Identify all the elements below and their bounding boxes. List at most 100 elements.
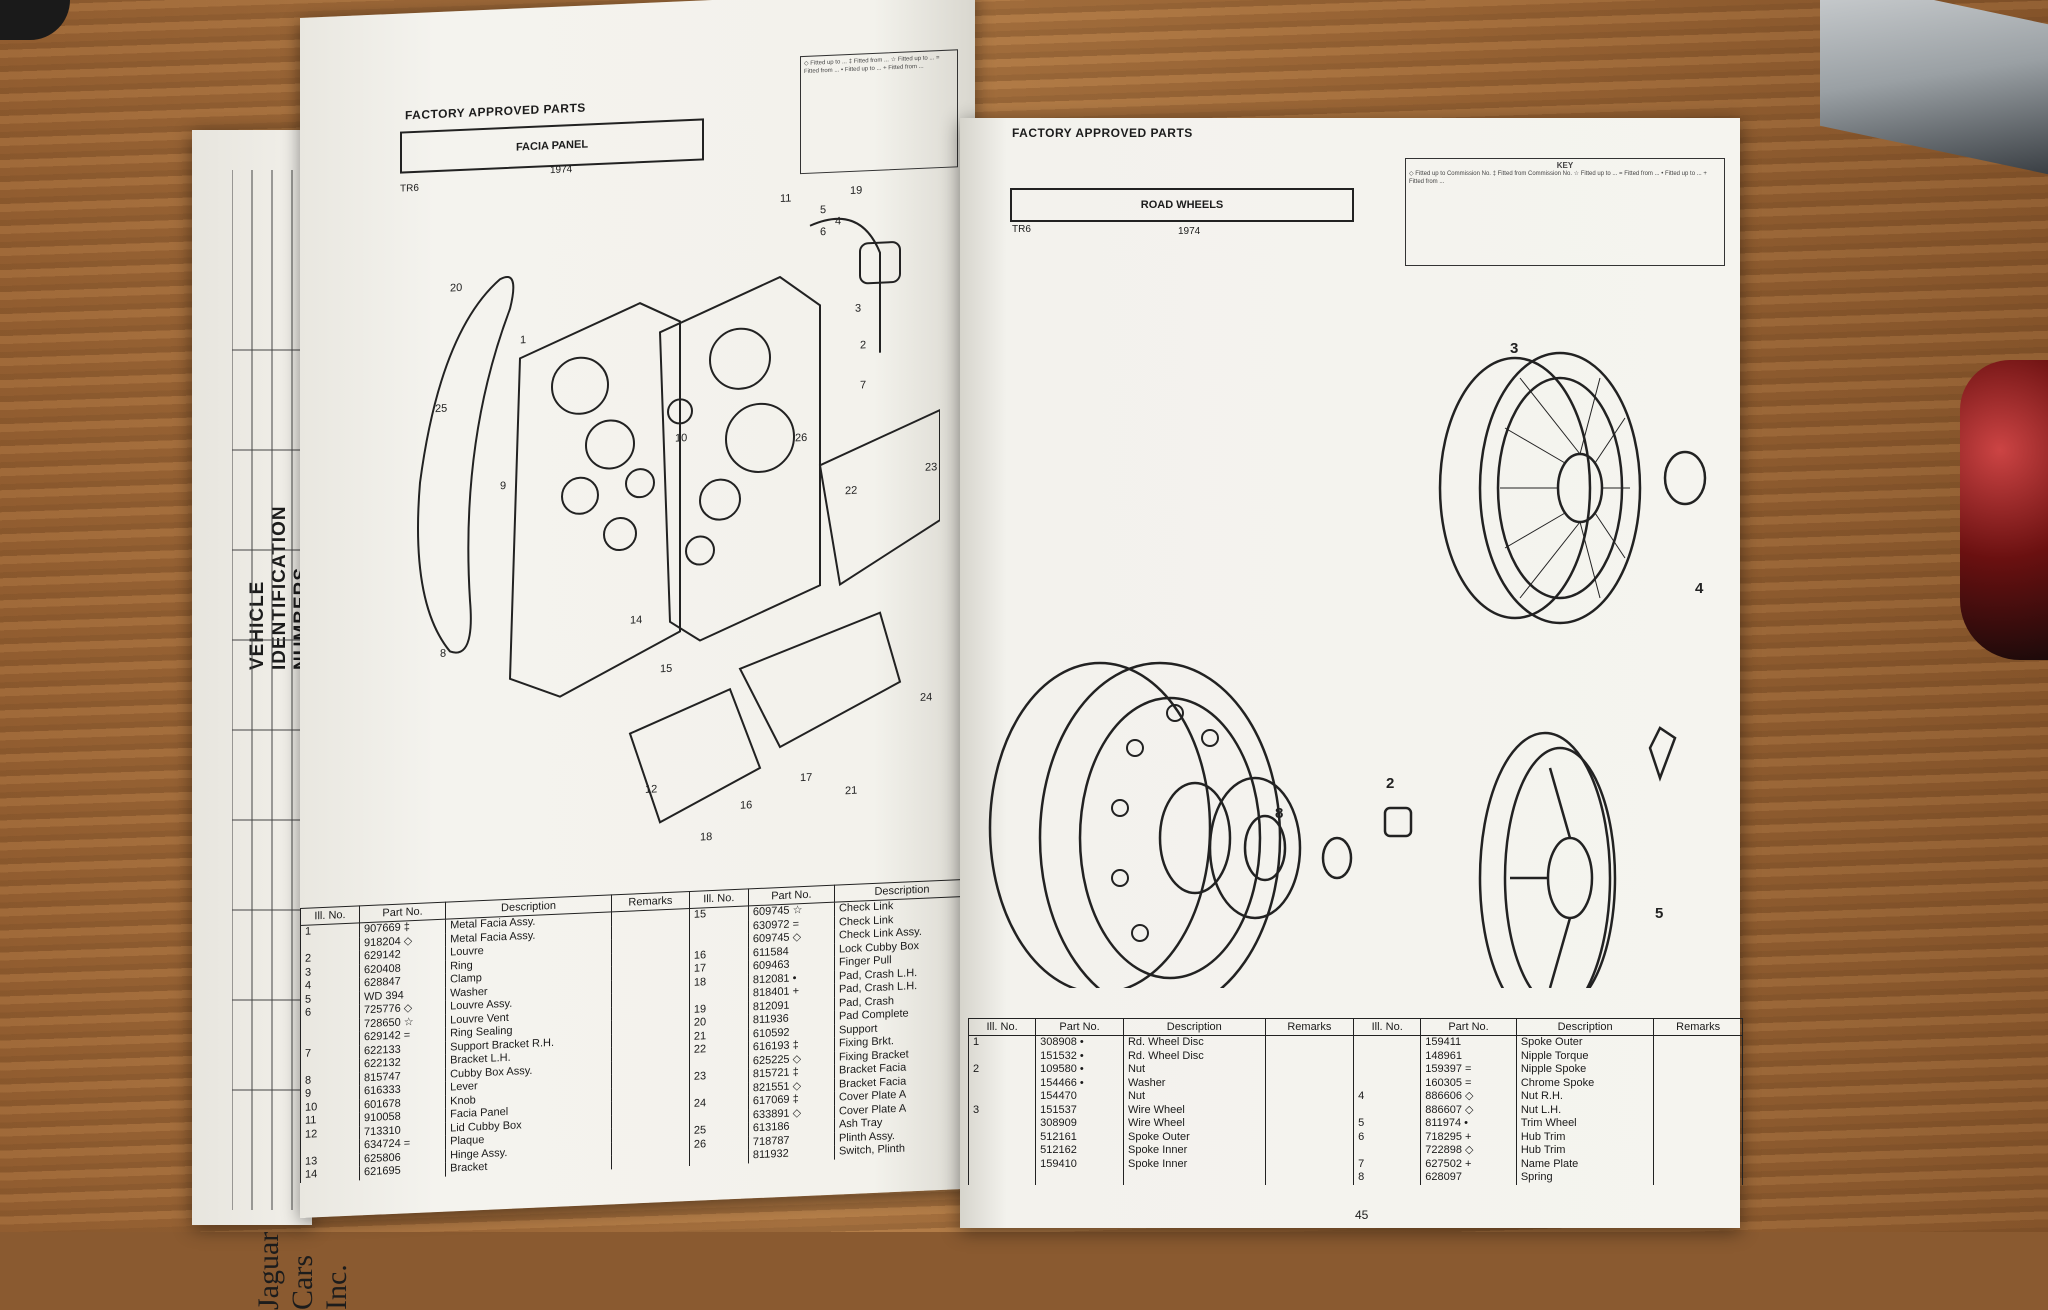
table-cell: 718295 +: [1420, 1130, 1517, 1144]
right-section-title: ROAD WHEELS: [1140, 199, 1224, 211]
table-cell: [1653, 1103, 1743, 1117]
rth-part-no: Part No.: [1035, 1018, 1124, 1036]
right-section-box: ROAD WHEELS: [1010, 188, 1354, 222]
table-cell: [1653, 1049, 1743, 1063]
table-cell: 151537: [1035, 1103, 1124, 1117]
callout-7: 7: [860, 379, 866, 391]
table-cell: 3: [967, 1103, 1037, 1117]
table-cell: [1264, 1090, 1355, 1104]
callout-21: 21: [845, 785, 857, 798]
table-cell: [1653, 1076, 1743, 1090]
table-cell: 5: [1353, 1117, 1422, 1131]
bracket-shape: [818, 408, 940, 587]
wire-wheel-rim-front: [1478, 351, 1642, 625]
table-cell: Washer: [1122, 1076, 1266, 1090]
table-cell: Spoke Outer: [1122, 1130, 1266, 1144]
callout-12: 12: [645, 783, 657, 796]
rth-description-2: Description: [1515, 1018, 1655, 1036]
callout-16: 16: [740, 799, 752, 812]
rth-remarks: Remarks: [1264, 1018, 1355, 1036]
table-cell: [1353, 1076, 1422, 1090]
table-cell: 628097: [1420, 1171, 1517, 1185]
rth-part-no-2: Part No.: [1420, 1018, 1517, 1036]
wheel-callout-5: 5: [1655, 905, 1663, 922]
rth-ill-no-2: Ill. No.: [1353, 1018, 1422, 1036]
table-cell: Rd. Wheel Disc: [1122, 1035, 1266, 1050]
vin-grid: [232, 170, 312, 1210]
table-cell: 109580 •: [1035, 1063, 1124, 1077]
table-cell: Name Plate: [1515, 1157, 1655, 1171]
table-cell: [1653, 1130, 1743, 1144]
table-cell: 8: [1353, 1171, 1422, 1185]
facia-panel-shape: [508, 302, 681, 698]
facia-exploded-diagram: 1 2 3 4 5 6 7 8 9 10 11 12 14 15 16 17 1…: [417, 184, 940, 844]
table-cell: [1353, 1049, 1422, 1063]
wheel-callout-8: 8: [1275, 805, 1283, 822]
table-cell: 512161: [1035, 1130, 1124, 1144]
table-cell: Nut: [1122, 1090, 1266, 1104]
table-cell: [1264, 1171, 1355, 1185]
disc-wheel-hub: [1158, 781, 1232, 895]
table-cell: [967, 1076, 1037, 1090]
callout-9: 9: [500, 480, 506, 492]
callout-18: 18: [700, 831, 712, 844]
table-cell: [1264, 1130, 1355, 1144]
facia-parts-table: Ill. No. Part No. Description Remarks Il…: [300, 879, 970, 1183]
callout-10: 10: [675, 432, 687, 445]
callout-19: 19: [850, 184, 862, 197]
table-cell: Spoke Inner: [1122, 1157, 1266, 1171]
rth-ill-no: Ill. No.: [967, 1018, 1037, 1036]
table-cell: Wire Wheel: [1122, 1103, 1266, 1117]
table-cell: 151532 •: [1035, 1049, 1124, 1063]
table-cell: [689, 1149, 749, 1166]
trim-wheel-center: [1546, 836, 1594, 920]
road-wheels-diagram: 2 3 4 5 6 7 8: [988, 340, 1707, 988]
callout-8: 8: [440, 648, 446, 660]
knock-off-nut: [1663, 450, 1707, 506]
table-cell: [1264, 1049, 1355, 1063]
table-cell: Hub Trim: [1515, 1144, 1655, 1158]
table-cell: [967, 1157, 1037, 1171]
table-cell: Hub Trim: [1515, 1130, 1655, 1144]
callout-23: 23: [925, 461, 937, 474]
table-cell: 159411: [1420, 1035, 1517, 1050]
left-section-title: FACIA PANEL: [515, 138, 589, 154]
table-cell: [967, 1130, 1037, 1144]
table-cell: [1122, 1171, 1266, 1185]
table-cell: [967, 1049, 1037, 1063]
trim-wheel-spokes: [1510, 767, 1572, 988]
table-cell: [967, 1144, 1037, 1158]
callout-22: 22: [845, 485, 857, 498]
table-cell: Nipple Spoke: [1515, 1063, 1655, 1077]
facia-backplate-shape: [658, 275, 821, 642]
vin-page: VEHICLE IDENTIFICATION NUMBERS Jaguar Ca…: [192, 130, 353, 1310]
table-cell: [1035, 1171, 1124, 1185]
callout-6: 6: [820, 226, 826, 238]
table-cell: 154466 •: [1035, 1076, 1124, 1090]
table-cell: [1264, 1035, 1355, 1050]
table-cell: [1353, 1144, 1422, 1158]
table-cell: 14: [300, 1166, 360, 1183]
table-cell: 886607 ◇: [1420, 1103, 1517, 1117]
table-cell: [1353, 1035, 1422, 1050]
table-cell: 148961: [1420, 1049, 1517, 1063]
table-cell: 811974 •: [1420, 1117, 1517, 1131]
callout-25: 25: [435, 403, 447, 416]
table-cell: [1353, 1103, 1422, 1117]
table-cell: 811932: [748, 1145, 835, 1163]
road-wheels-page: FACTORY APPROVED PARTS ROAD WHEELS TR6 1…: [960, 118, 1743, 1228]
wheel-callout-3: 3: [1510, 340, 1518, 357]
disc-wheel-front: [1038, 661, 1282, 988]
page-number: 45: [1355, 1208, 1369, 1222]
callout-26: 26: [795, 432, 807, 445]
callout-3: 3: [855, 303, 861, 315]
callout-2: 2: [860, 339, 866, 351]
